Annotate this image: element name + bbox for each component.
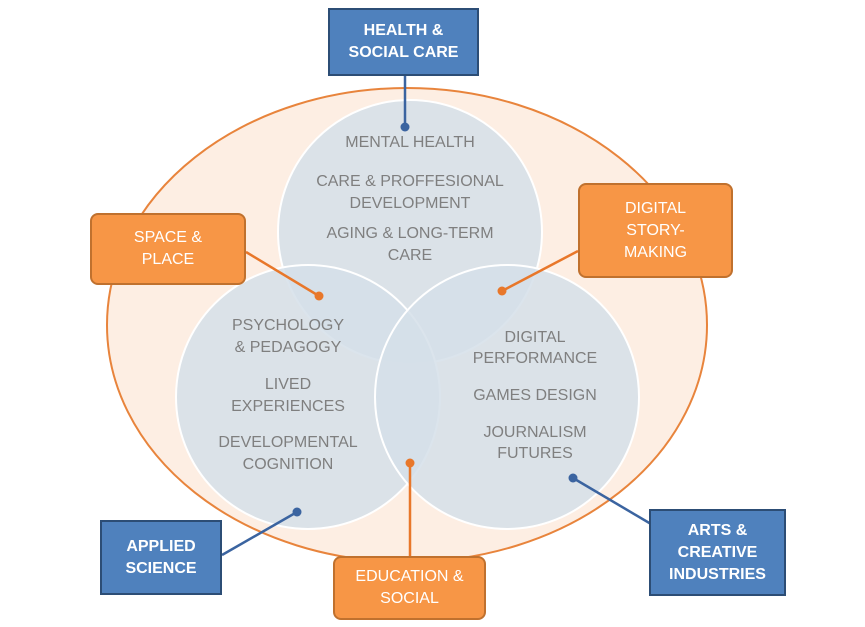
connector-dot-health — [400, 122, 410, 132]
connectors — [221, 76, 652, 557]
top-item-4: AGING & LONG-TERM — [326, 225, 493, 242]
box-arts-creative-industries: ARTS & CREATIVE INDUSTRIES — [649, 509, 786, 596]
connector-dot-applied-science — [292, 507, 302, 517]
top-item-5: CARE — [388, 247, 432, 264]
connector-dot-digital-story — [497, 286, 507, 296]
right-item-5: FUTURES — [497, 445, 573, 462]
right-item-3: GAMES DESIGN — [473, 387, 597, 404]
connector-digital-story — [501, 249, 579, 293]
connector-dot-space — [314, 291, 324, 301]
top-circle-text: MENTAL HEALTH CARE & PROFFESIONAL DEVELO… — [316, 134, 504, 264]
circles — [175, 99, 640, 530]
left-item-1: PSYCHOLOGY — [232, 317, 344, 334]
circle-arts — [374, 264, 640, 530]
left-item-3: LIVED — [265, 376, 311, 393]
right-item-2: PERFORMANCE — [473, 350, 597, 367]
left-item-4: EXPERIENCES — [231, 398, 345, 415]
connector-applied-science — [221, 510, 298, 557]
right-item-4: JOURNALISM — [483, 424, 586, 441]
right-circle-text: DIGITAL PERFORMANCE GAMES DESIGN JOURNAL… — [473, 329, 597, 462]
connector-arts — [572, 476, 652, 526]
left-item-2: & PEDAGOGY — [235, 339, 342, 356]
box-digital-story-making: DIGITAL STORY- MAKING — [578, 183, 733, 278]
box-applied-science: APPLIED SCIENCE — [100, 520, 222, 595]
left-item-5: DEVELOPMENTAL — [218, 434, 357, 451]
left-circle-text: PSYCHOLOGY & PEDAGOGY LIVED EXPERIENCES … — [218, 317, 357, 473]
connector-dot-arts — [568, 473, 578, 483]
box-health-social-care: HEALTH & SOCIAL CARE — [328, 8, 479, 76]
left-item-6: COGNITION — [243, 456, 334, 473]
connector-space — [245, 250, 320, 298]
connector-dot-education — [405, 458, 415, 468]
top-item-3: DEVELOPMENT — [350, 195, 471, 212]
right-item-1: DIGITAL — [504, 329, 565, 346]
top-item-2: CARE & PROFFESIONAL — [316, 173, 504, 190]
box-space-place: SPACE & PLACE — [90, 213, 246, 285]
top-item-1: MENTAL HEALTH — [345, 134, 475, 151]
box-education-social: EDUCATION & SOCIAL — [333, 556, 486, 620]
